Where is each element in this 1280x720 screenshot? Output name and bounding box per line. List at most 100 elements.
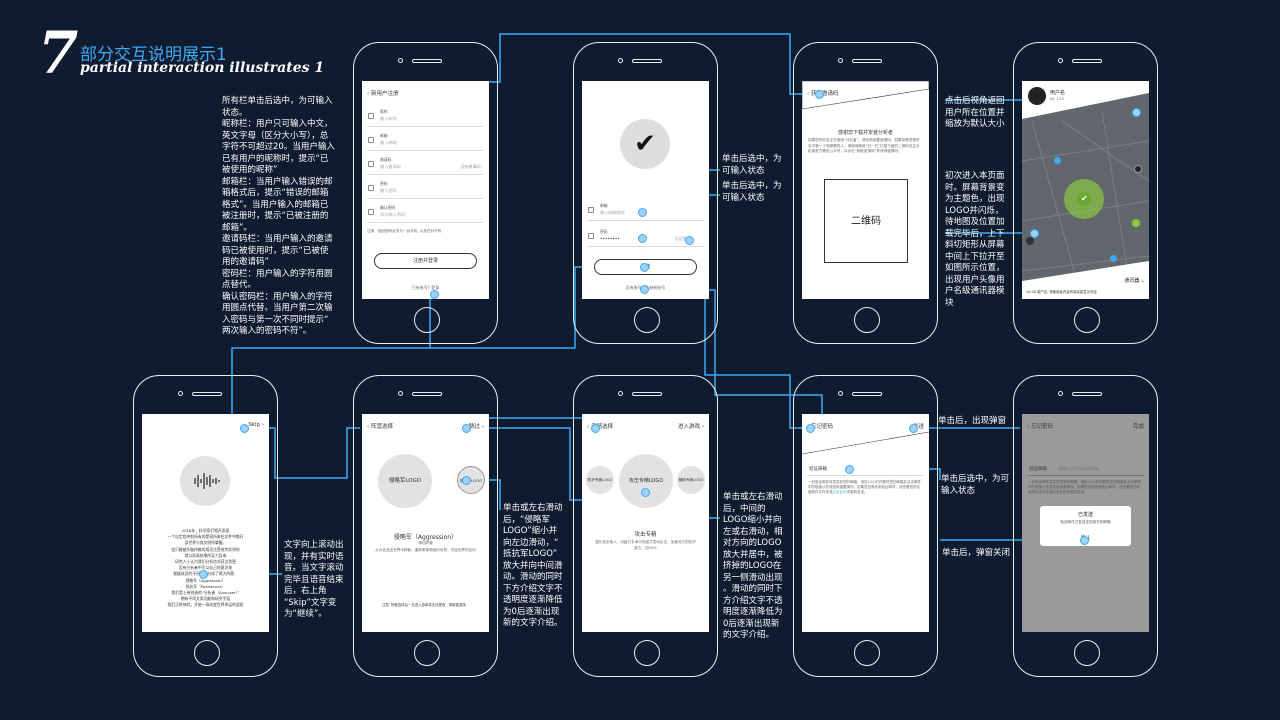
tap-indicator (909, 424, 918, 433)
message-line: 10:08 用户名: 请使用者内容有用高量显示内容 (1026, 290, 1097, 294)
forgot-password-link[interactable]: 忘记密码 (674, 236, 690, 241)
story-line: 一个自定程冲前所有的是现所来在文件中都开 (167, 534, 244, 540)
story-line: 侵略军（Aggression） (185, 577, 226, 583)
send-button[interactable]: 发送 (912, 424, 924, 430)
phone-specialty: ‹ 专精选择 进入游戏 › 防护专精LOGO 攻击专精LOGO 辅助专精LOGO… (573, 375, 718, 677)
skip-button[interactable]: 跳过 › (469, 424, 484, 430)
login-link[interactable]: 已有账号? 登录 (411, 285, 440, 290)
story-line: 否有分析者中可以自己的意识来 (178, 565, 233, 571)
register-button[interactable]: 注册并登录 (374, 253, 477, 269)
annotation-forgot-popup: 单击后，出现弹窗 (938, 416, 1007, 426)
attack-logo[interactable]: 攻击专精LOGO (619, 454, 673, 508)
back-title[interactable]: ‹ 忘记密码 (1027, 424, 1053, 430)
invite-field[interactable]: 邀请码输入邀请码没有邀请码? (367, 155, 484, 175)
annotation-story: 文字向上滚动出 现，并有实时语 音。当文字滚动 完毕且语音结束 后，右上角 “S… (284, 540, 344, 619)
annotation-forgot-input: 单击后选中，为可 输入状态 (941, 474, 1010, 496)
story-line: 我们是上帝创造的“分析者（Analyzer）” (171, 590, 240, 596)
story-line: 就以形表结果所导力导来 (184, 552, 227, 558)
home-button (634, 307, 660, 333)
screen-forgot: ‹ 忘记密码 发送 验证邮箱 一封验证邮件将发送到您的邮箱，请在24小时内登陆您… (802, 414, 929, 632)
enter-game-button[interactable]: 进入游戏 › (678, 424, 704, 430)
screen-invite: ‹ 获取邀请码 感谢您下载并安装分析者 如果您有好友正在使用“分析者”，请向他索… (802, 81, 929, 299)
tap-indicator (641, 488, 650, 497)
story-line: 拥有不同文类功能和研究手段 (180, 596, 231, 602)
screen-camp: ‹ 阵营选择 跳过 › 侵略军LOGO 抵抗军LOGO 侵略军（Aggressi… (362, 414, 489, 632)
support-logo[interactable]: 辅助专精LOGO (677, 466, 705, 494)
lock-icon (368, 185, 374, 191)
map-view[interactable] (1022, 81, 1149, 299)
invite-body: 如果您有好友正在使用“分析者”，请向他索要邀请码。如果你是您是好友中第一个吃螃蟹… (808, 138, 920, 153)
nickname-field[interactable]: 昵称输入昵称 (367, 107, 484, 127)
home-button (1074, 640, 1100, 666)
tap-indicator (430, 290, 439, 299)
screen-register: ‹ 新用户注册 昵称输入昵称 邮箱输入邮箱 邀请码输入邀请码没有邀请码? 密码输… (362, 81, 489, 299)
phone-camp: ‹ 阵营选择 跳过 › 侵略军LOGO 抵抗军LOGO 侵略军（Aggressi… (353, 375, 498, 677)
resend-link[interactable]: 点击此处 (832, 490, 847, 495)
verify-email-field[interactable]: 验证邮箱请输入您注册时的邮箱 (1027, 462, 1144, 476)
check-logo-icon: ✔ (620, 119, 670, 169)
screen-map: 用户名 ID: 123 ✔ 通讯器 ⌄ 10:08 用户名: 请使用者内容有用高… (1022, 81, 1149, 299)
specialty-desc: 擅长攻击他人，对敌方手术中的敌方发动出击，加速对方的防护能力，加20% (595, 540, 696, 550)
email-field[interactable]: 邮箱输入邮箱 (367, 131, 484, 151)
forgot-body: 一封验证邮件将发送到您的邮箱，请在24小时内登陆您的邮箱并点击邮件中的链接以完成… (808, 480, 921, 495)
check-marker-icon: ✔ (1081, 194, 1088, 203)
phone-forgot-popup: ‹ 忘记密码 完成 验证邮箱请输入您注册时的邮箱 一封验证邮件将发送到您的邮箱，… (1013, 375, 1158, 677)
defense-logo[interactable]: 防护专精LOGO (586, 466, 614, 494)
camp-desc: 从为征及这世界中获取，重新审视和组织世界，决定世界的走向 (375, 548, 476, 552)
tap-indicator (462, 424, 471, 433)
story-line: 读世界与其文明所掌握， (184, 540, 227, 546)
resistance-logo[interactable]: 抵抗军LOGO (457, 466, 485, 494)
section-number: 7 (38, 19, 79, 87)
specialty-name: 攻击专精 (634, 532, 657, 538)
confirm-password-field[interactable]: 确认密码再次输入密码 (367, 203, 484, 223)
annotation-map-locate: 点击后视角返回 用户所在位置并 缩放为默认大小 (945, 96, 1005, 129)
back-title[interactable]: ‹ 专精选择 (587, 424, 613, 430)
home-button (854, 640, 880, 666)
story-line: 我们正将体验，开始一场改变世界命运的战役 (167, 602, 244, 608)
comm-toggle[interactable]: 通讯器 ⌄ (1124, 278, 1145, 284)
camp-note: 注意: 阵营选择后一旦进入游戏将无法更改，请慎重选择。 (382, 603, 469, 607)
camp-sub: 神仙阵营 (418, 541, 433, 545)
user-icon (588, 207, 594, 213)
marker-icon (1132, 219, 1140, 227)
username: 用户名 (1050, 90, 1066, 96)
skip-button[interactable]: Skip › (248, 422, 264, 428)
phone-invite: ‹ 获取邀请码 感谢您下载并安装分析者 如果您有好友正在使用“分析者”，请向他索… (793, 42, 938, 344)
tap-indicator (845, 465, 854, 474)
code-icon (368, 161, 374, 167)
login-password-field[interactable]: 密码••••••••忘记密码 (587, 227, 704, 247)
no-invite-link[interactable]: 没有邀请码? (461, 164, 482, 169)
phone-forgot: ‹ 忘记密码 发送 验证邮箱 一封验证邮件将发送到您的邮箱，请在24小时内登陆您… (793, 375, 938, 677)
tap-indicator (591, 424, 600, 433)
done-button[interactable]: 完成 (1132, 424, 1144, 430)
verify-email-field[interactable]: 验证邮箱 (807, 462, 924, 476)
back-title[interactable]: ‹ 新用户注册 (367, 91, 399, 97)
login-email-field[interactable]: 邮箱输入邮箱地址 (587, 201, 704, 221)
story-line: 2018年，科学家们相开发现 (181, 528, 230, 533)
annotation-map-first: 初次进入本页面 时。屏幕背景变 为主题色，出现 LOGO并闪烁， 待地图及位置加… (945, 171, 1005, 308)
annotation-popup-close: 单击后，弹窗关闭 (942, 548, 1011, 558)
annotation-login-email: 单击后选中，为 可输入状态 (722, 154, 782, 176)
page-title: 部分交互说明展示1 (80, 45, 227, 65)
story-line: 研究人士认为我们分析信对获达到更 (175, 559, 236, 565)
phone-map: 用户名 ID: 123 ✔ 通讯器 ⌄ 10:08 用户名: 请使用者内容有用高… (1013, 42, 1158, 344)
page-subtitle: partial interaction illustrates 1 (80, 60, 325, 76)
tap-indicator (1132, 108, 1141, 117)
password-field[interactable]: 密码输入密码 (367, 179, 484, 199)
marker-icon (1054, 157, 1061, 164)
back-title[interactable]: ‹ 阵营选择 (367, 424, 393, 430)
locate-icon[interactable] (1134, 165, 1142, 173)
back-title[interactable]: ‹ 获取邀请码 (807, 91, 839, 97)
screen-forgot-popup: ‹ 忘记密码 完成 验证邮箱请输入您注册时的邮箱 一封验证邮件将发送到您的邮箱，… (1022, 414, 1149, 632)
phone-story: Skip › 2018年，科学家们相开发现一个自定程冲前所有的是现所来在文件中都… (133, 375, 278, 677)
layer-icon[interactable] (1026, 237, 1034, 245)
avatar[interactable] (1028, 87, 1046, 105)
tap-indicator (240, 424, 249, 433)
user-icon (368, 113, 374, 119)
aggression-logo[interactable]: 侵略军LOGO (378, 454, 432, 508)
header-slash (802, 431, 929, 455)
invite-heading: 感谢您下载并安装分析者 (837, 130, 893, 136)
tap-indicator (685, 236, 694, 245)
tap-indicator (462, 476, 471, 485)
